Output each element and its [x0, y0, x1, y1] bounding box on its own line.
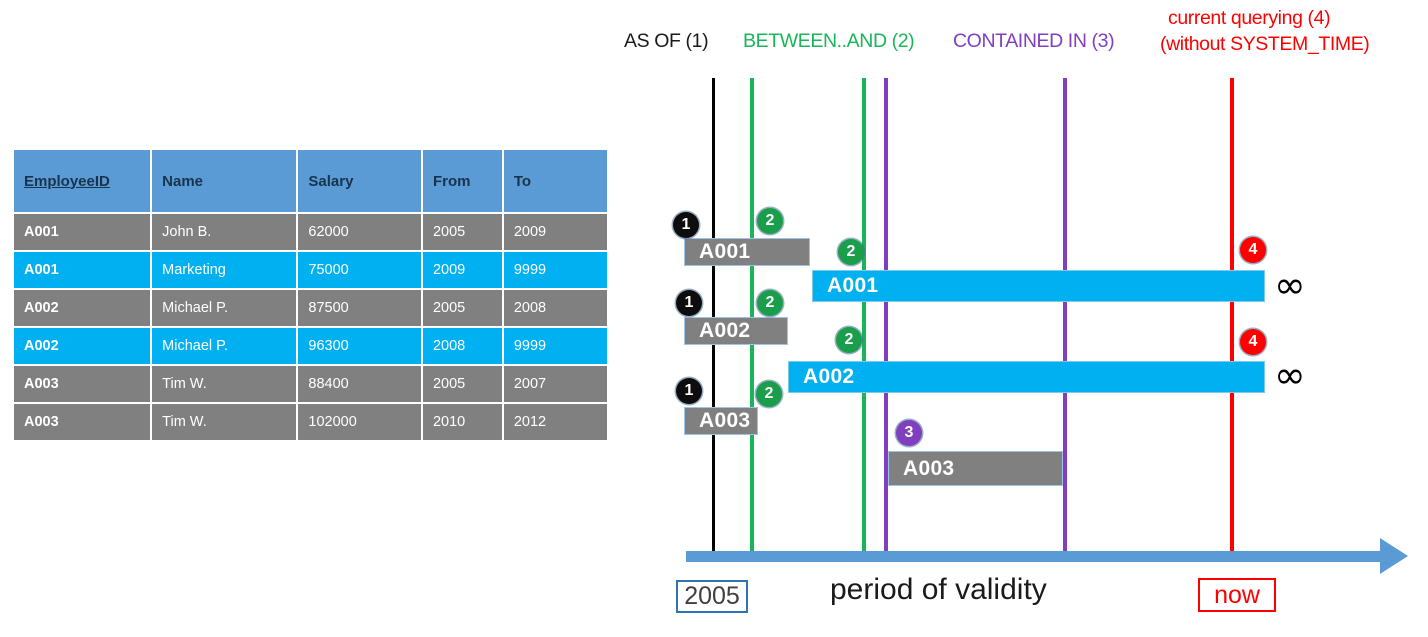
marker-badge-2-a003: 2	[756, 381, 782, 407]
table-cell-name: Tim W.	[152, 404, 297, 440]
timeline-bar-a002-historic: A002	[684, 317, 788, 345]
column-header-name: Name	[152, 150, 297, 212]
timeline-bar-a002-current: A002	[788, 361, 1265, 393]
table-cell-salary: 87500	[298, 290, 421, 326]
column-header-to: To	[503, 150, 607, 212]
table-cell-from: 2010	[422, 404, 502, 440]
table-cell-name: Michael P.	[152, 290, 297, 326]
column-header-employeeid: EmployeeID	[14, 150, 151, 212]
infinity-icon-a002: ∞	[1274, 353, 1306, 397]
marker-badge-3-a003: 3	[896, 420, 922, 446]
marker-badge-4-a002: 4	[1240, 329, 1266, 355]
marker-badge-2-a001-end: 2	[838, 239, 864, 265]
table-header-row: EmployeeID Name Salary From To	[14, 150, 607, 212]
axis-caption: period of validity	[830, 573, 1047, 606]
table-cell-id: A002	[14, 328, 151, 364]
table-cell-name: Tim W.	[152, 366, 297, 402]
legend-current-querying: current querying (4)	[1168, 7, 1331, 29]
marker-badge-1-a002: 1	[676, 290, 702, 316]
legend-between-and: BETWEEN..AND (2)	[743, 30, 915, 52]
marker-badge-1-a003: 1	[676, 378, 702, 404]
table-cell-name: John B.	[152, 214, 297, 250]
timeline-bar-label: A002	[699, 319, 751, 342]
column-header-label: Name	[162, 172, 204, 190]
infinity-icon-a001: ∞	[1274, 263, 1306, 307]
table-cell-from: 2005	[422, 366, 502, 402]
table-cell-name: Michael P.	[152, 328, 297, 364]
marker-badge-2-a002-end: 2	[836, 327, 862, 353]
axis-end-label: now	[1198, 578, 1276, 612]
table-cell-salary: 88400	[298, 366, 421, 402]
timeline-bar-label: A002	[803, 365, 855, 388]
timeline-bar-a003-historic-1: A003	[684, 407, 758, 435]
marker-badge-2-a001-start: 2	[757, 208, 783, 234]
legend-as-of: AS OF (1)	[624, 30, 709, 52]
query-line-between-end	[862, 78, 866, 560]
table-cell-id: A002	[14, 290, 151, 326]
query-line-now	[1230, 78, 1234, 560]
legend-without-system-time: (without SYSTEM_TIME)	[1160, 33, 1370, 55]
query-line-contained-start	[884, 78, 888, 560]
legend-contained-in: CONTAINED IN (3)	[953, 30, 1115, 52]
column-header-label: Salary	[308, 172, 354, 190]
column-header-salary: Salary	[298, 150, 421, 212]
table-cell-from: 2009	[422, 252, 502, 288]
timeline-axis-arrow-icon	[1380, 538, 1408, 574]
table-cell-to: 9999	[503, 252, 607, 288]
table-cell-id: A003	[14, 366, 151, 402]
table-cell-to: 2007	[503, 366, 607, 402]
marker-badge-1-a001: 1	[673, 212, 699, 238]
column-header-label: To	[513, 172, 532, 190]
timeline-axis	[686, 551, 1388, 562]
marker-badge-2-a002-start: 2	[757, 290, 783, 316]
timeline-bar-label: A003	[903, 456, 955, 480]
table-cell-to: 9999	[503, 328, 607, 364]
timeline-bar-a003-historic-2: A003	[888, 451, 1063, 486]
timeline-bar-label: A001	[699, 240, 751, 263]
table-cell-id: A003	[14, 404, 151, 440]
marker-badge-4-a001: 4	[1240, 237, 1266, 263]
timeline-bar-label: A003	[699, 409, 751, 432]
table-header: EmployeeID Name Salary From To	[14, 150, 607, 212]
table-cell-from: 2008	[422, 328, 502, 364]
timeline-bar-a001-historic: A001	[684, 238, 810, 266]
axis-start-label: 2005	[676, 580, 748, 613]
timeline-bar-a001-current: A001	[812, 270, 1265, 302]
table-cell-from: 2005	[422, 214, 502, 250]
table-cell-salary: 96300	[298, 328, 421, 364]
table-cell-to: 2009	[503, 214, 607, 250]
table-cell-id: A001	[14, 214, 151, 250]
table-cell-to: 2012	[503, 404, 607, 440]
table-cell-salary: 102000	[298, 404, 421, 440]
table-cell-id: A001	[14, 252, 151, 288]
query-line-contained-end	[1063, 78, 1067, 560]
column-header-label: EmployeeID	[24, 172, 110, 190]
table-cell-from: 2005	[422, 290, 502, 326]
column-header-from: From	[422, 150, 502, 212]
table-cell-to: 2008	[503, 290, 607, 326]
column-header-label: From	[432, 172, 471, 190]
table-cell-name: Marketing	[152, 252, 297, 288]
timeline-bar-label: A001	[827, 274, 879, 297]
table-cell-salary: 62000	[298, 214, 421, 250]
table-cell-salary: 75000	[298, 252, 421, 288]
